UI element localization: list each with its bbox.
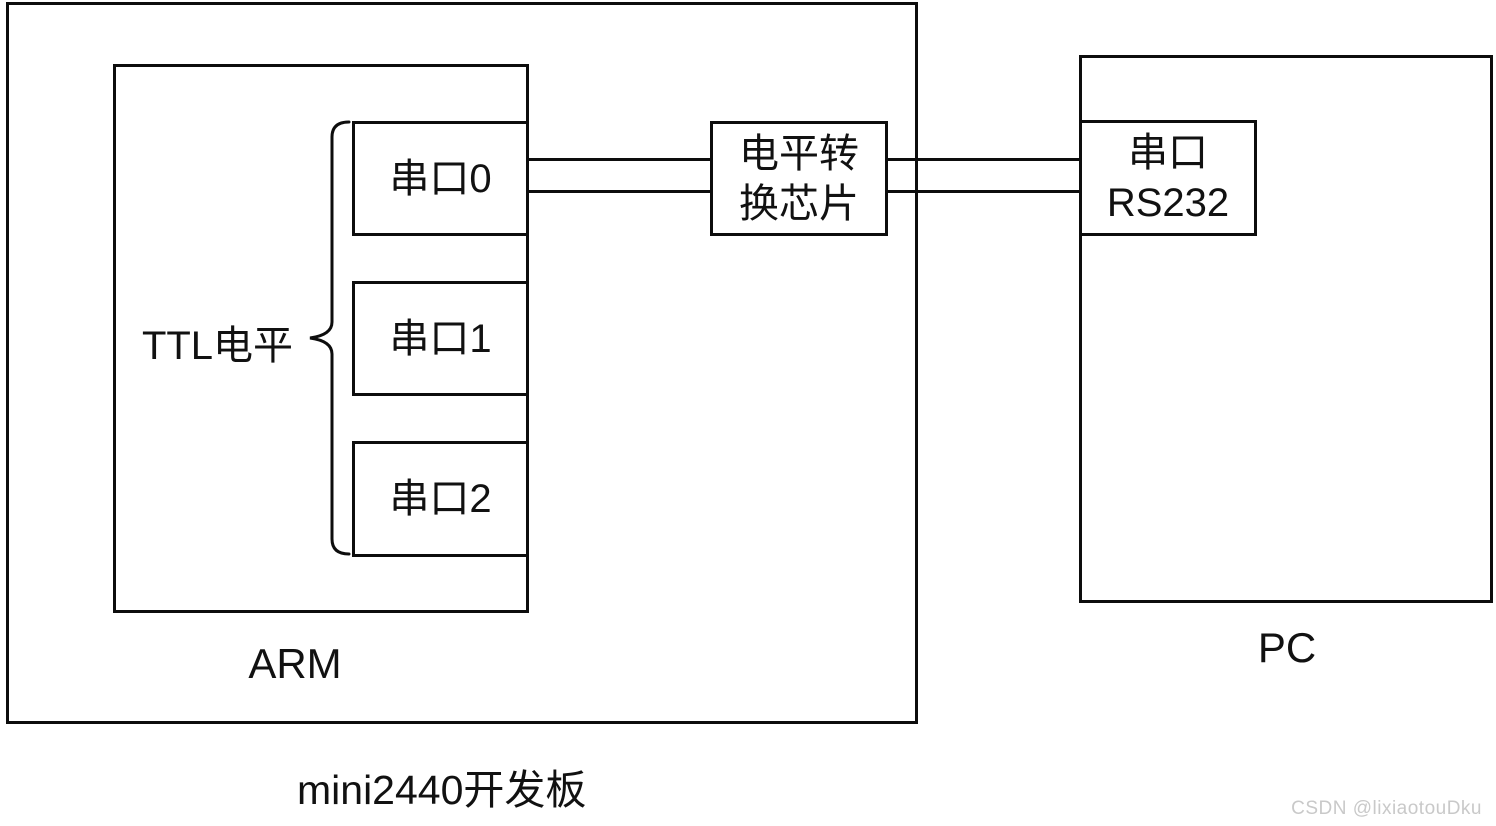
mini2440-board-box (6, 2, 918, 724)
wire-serial0-shifter-bottom (528, 190, 710, 193)
arm-label: ARM (248, 640, 342, 687)
wire-shifter-rs232-bottom (885, 190, 1081, 193)
watermark-text: CSDN @lixiaotouDku (1291, 798, 1482, 819)
serial-port-box-2: 串口2 (352, 441, 529, 557)
pc-box (1079, 55, 1493, 603)
level-shifter-box: 电平转 换芯片 (710, 121, 888, 236)
wire-shifter-rs232-top (885, 158, 1081, 161)
serial-port-box-1: 串口1 (352, 281, 529, 396)
rs232-port-box: 串口 RS232 (1079, 120, 1257, 236)
ttl-level-label: TTL电平 (141, 324, 294, 368)
rs232-port-label-line2: RS232 (1106, 181, 1230, 225)
wire-serial0-shifter-top (528, 158, 710, 161)
board-caption: mini2440开发板 (297, 767, 587, 813)
pc-label: PC (1257, 624, 1317, 671)
serial-port-2-label: 串口2 (389, 477, 492, 521)
ttl-group-brace (309, 120, 351, 556)
rs232-port-label-line1: 串口 (1128, 131, 1208, 175)
serial-port-0-label: 串口0 (389, 156, 492, 201)
level-shifter-label-line1: 电平转 (739, 131, 859, 176)
serial-port-1-label: 串口1 (389, 316, 492, 361)
serial-port-box-0: 串口0 (352, 121, 529, 236)
level-shifter-label-line2: 换芯片 (739, 181, 859, 226)
